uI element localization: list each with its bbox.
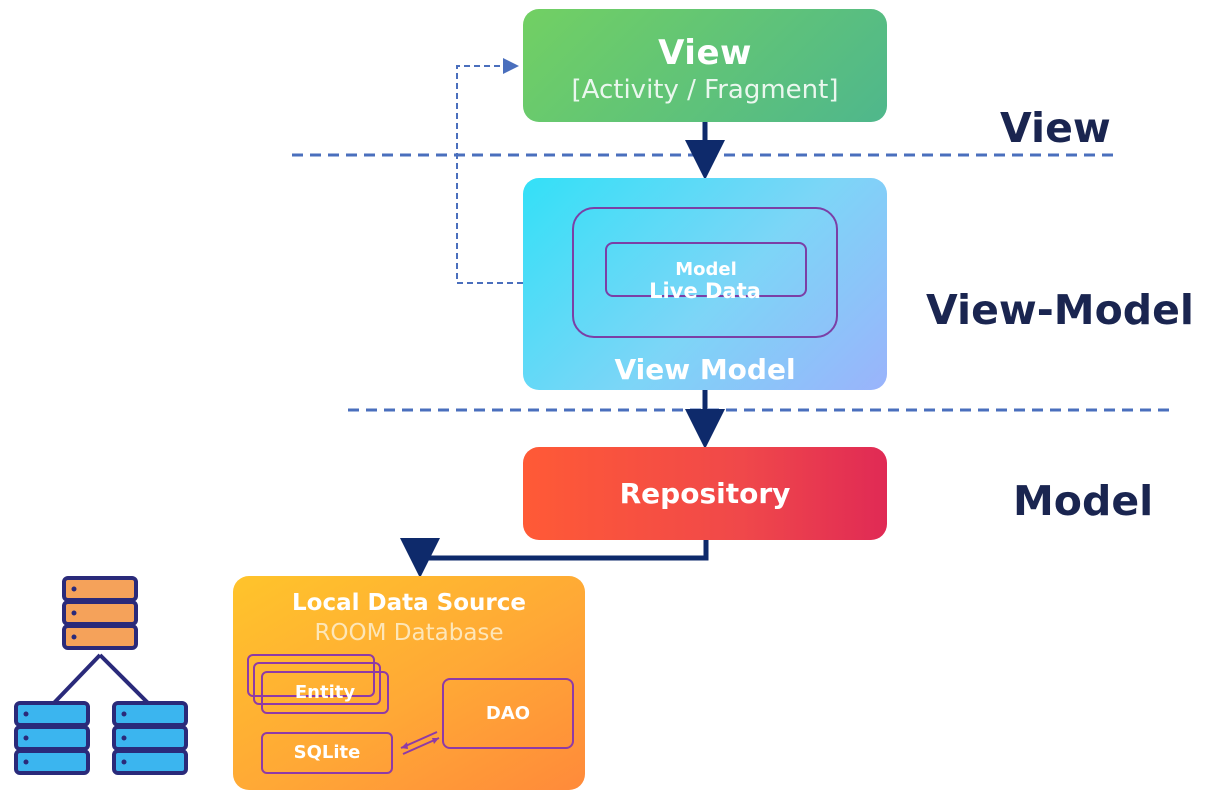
layer-label-viewmodel: View-Model: [926, 286, 1194, 334]
repository-title: Repository: [619, 477, 791, 510]
view-box: View [Activity / Fragment]: [523, 9, 887, 122]
sqlite-dao-arrows: [400, 731, 440, 755]
sqlite-box: SQLite: [261, 732, 393, 774]
view-box-title: View: [658, 33, 752, 73]
local-source-subtitle: ROOM Database: [314, 620, 504, 646]
layer-label-view: View: [1000, 104, 1111, 152]
live-data-label: Live Data: [649, 279, 761, 303]
viewmodel-box: Model Live Data View Model: [523, 178, 887, 390]
local-source-title: Local Data Source: [292, 590, 526, 616]
inner-model-box: Model: [605, 242, 807, 297]
layer-label-model: Model: [1013, 477, 1154, 525]
live-data-frame: Model: [572, 207, 838, 338]
local-data-source-box: Local Data Source ROOM Database Entity S…: [233, 576, 585, 790]
entity-card-back-2: [247, 654, 375, 697]
dao-box: DAO: [442, 678, 574, 749]
entity-card-back-1: [253, 662, 381, 705]
repository-box: Repository: [523, 447, 887, 540]
server-hierarchy-icon: [14, 576, 188, 775]
view-box-subtitle: [Activity / Fragment]: [571, 75, 839, 105]
arrow-observe-feedback: [456, 58, 523, 284]
arrow-repository-to-local: [400, 538, 709, 578]
viewmodel-title: View Model: [614, 353, 796, 386]
entity-box: Entity: [261, 671, 389, 714]
